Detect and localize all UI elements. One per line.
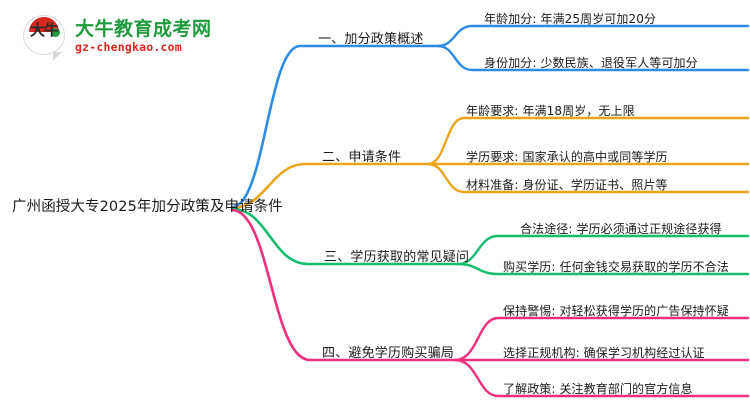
- mindmap-root-node[interactable]: 广州函授大专2025年加分政策及申请条件: [12, 199, 283, 215]
- mindmap-branch-node-1[interactable]: 一、加分政策概述: [318, 32, 424, 47]
- mindmap-leaf-node-4-2[interactable]: 选择正规机构: 确保学习机构经过认证: [503, 346, 705, 360]
- logo-mark-text: 大牛: [29, 21, 59, 39]
- branch-line-1-child-2: [436, 44, 750, 72]
- mindmap-leaf-node-2-2[interactable]: 学历要求: 国家承认的高中或同等学历: [466, 150, 668, 164]
- branch-line-2: [230, 162, 430, 210]
- site-logo: 大牛 大牛教育成考网 gz-chengkao.com: [22, 12, 211, 61]
- branch-line-1: [230, 44, 440, 209]
- branch-line-3: [230, 207, 460, 266]
- mindmap-leaf-node-3-2[interactable]: 购买学历: 任何金钱交易获取的学历不合法: [503, 260, 729, 274]
- branch-line-3-child-1: [456, 234, 750, 266]
- mindmap-branch-node-3[interactable]: 三、学历获取的常见疑问: [324, 250, 470, 265]
- mindmap-leaf-node-1-2[interactable]: 身份加分: 少数民族、退役军人等可加分: [484, 56, 698, 70]
- branch-line-2-child-3: [426, 162, 750, 194]
- mindmap-leaf-node-4-3[interactable]: 了解政策: 关注教育部门的官方信息: [503, 382, 693, 396]
- logo-title: 大牛教育成考网: [75, 18, 212, 40]
- mindmap-branch-node-2[interactable]: 二、申请条件: [322, 150, 402, 165]
- branch-line-1-child-1: [436, 24, 750, 48]
- branch-line-2-child-1: [426, 116, 750, 166]
- logo-green-dot-icon: [51, 28, 60, 37]
- mindmap-leaf-node-2-1[interactable]: 年龄要求: 年满18周岁，无上限: [466, 104, 635, 118]
- mindmap-leaf-node-4-1[interactable]: 保持警惕: 对轻松获得学历的广告保持怀疑: [503, 304, 729, 318]
- mindmap-leaf-node-1-1[interactable]: 年龄加分: 年满25周岁可加20分: [484, 12, 657, 26]
- branch-line-3-child-2: [456, 262, 750, 276]
- mindmap-branch-node-4[interactable]: 四、避免学历购买骗局: [322, 346, 455, 361]
- logo-url: gz-chengkao.com: [75, 40, 182, 54]
- branch-line-4-child-1: [453, 316, 750, 362]
- logo-text-block: 大牛教育成考网 gz-chengkao.com: [75, 18, 212, 54]
- branch-line-4: [230, 208, 457, 362]
- mindmap-leaf-node-3-1[interactable]: 合法途径: 学历必须通过正规途径获得: [520, 222, 722, 236]
- logo-bull-icon: 大牛: [22, 13, 68, 61]
- mindmap-leaf-node-2-3[interactable]: 材料准备: 身份证、学历证书、照片等: [466, 178, 668, 192]
- branch-line-4-child-3: [453, 358, 750, 398]
